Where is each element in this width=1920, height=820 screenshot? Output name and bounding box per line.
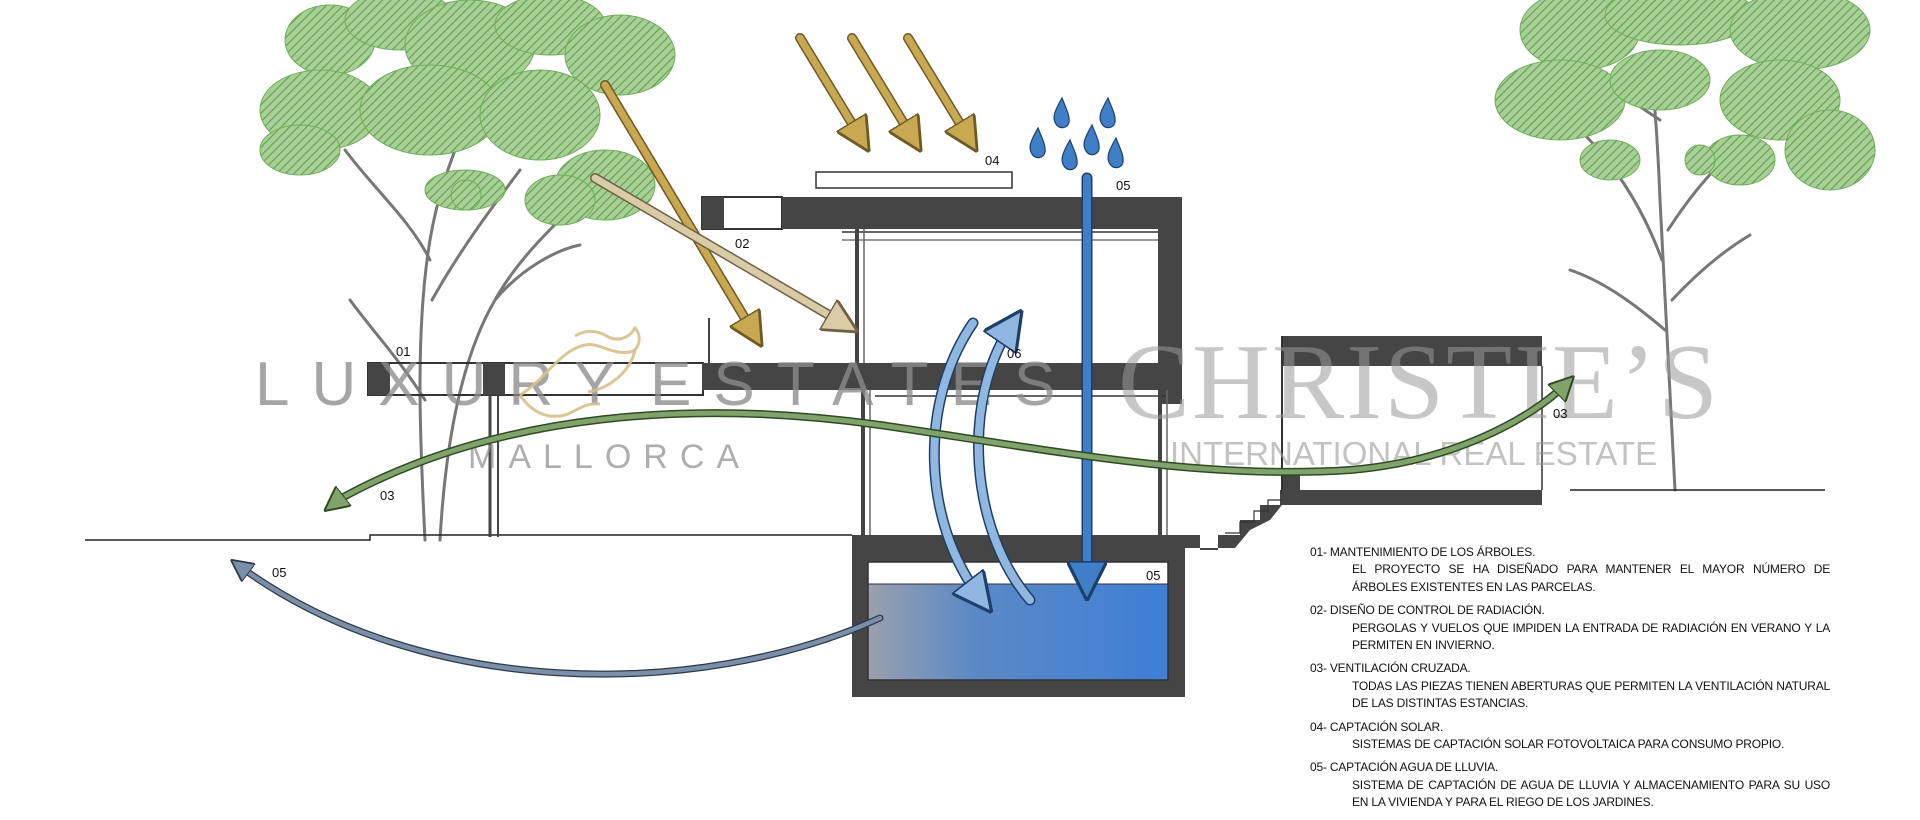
label-03-right: 03 (1553, 406, 1567, 421)
water-arrows (238, 172, 1087, 678)
legend: 01- MANTENIMIENTO DE LOS ÁRBOLES. EL PRO… (1310, 544, 1830, 817)
legend-title: 04- CAPTACIÓN SOLAR. (1310, 719, 1444, 734)
rain-drops-icon (1029, 96, 1124, 171)
legend-desc: EL PROYECTO SE HA DISEÑADO PARA MANTENER… (1352, 562, 1830, 594)
legend-item-02: 02- DISEÑO DE CONTROL DE RADIACIÓN. PERG… (1310, 602, 1830, 654)
legend-desc: TODAS LAS PIEZAS TIENEN ABERTURAS QUE PE… (1352, 678, 1830, 711)
watermark-international: INTERNATIONAL REAL ESTATE (1170, 435, 1657, 472)
legend-desc: PERGOLAS Y VUELOS QUE IMPIDEN LA ENTRADA… (1352, 620, 1830, 652)
sun-arrows (590, 33, 970, 335)
legend-title: 05- CAPTACIÓN AGUA DE LLUVIA. (1310, 760, 1499, 775)
legend-title: 01- MANTENIMIENTO DE LOS ÁRBOLES. (1310, 545, 1536, 559)
bull-logo-icon (518, 325, 641, 418)
legend-item-03: 03- VENTILACIÓN CRUZADA. TODAS LAS PIEZA… (1310, 660, 1830, 712)
legend-title: 03- VENTILACIÓN CRUZADA. (1310, 661, 1471, 676)
label-05-garden: 05 (272, 565, 286, 580)
solar-panel (815, 171, 1013, 189)
legend-item-04: 04- CAPTACIÓN SOLAR. SISTEMAS DE CAPTACI… (1310, 719, 1830, 754)
legend-desc: SISTEMAS DE CAPTACIÓN SOLAR FOTOVOLTAICA… (1352, 736, 1785, 751)
label-05-tank: 05 (1146, 568, 1160, 583)
label-01: 01 (396, 344, 410, 359)
label-02: 02 (735, 236, 749, 251)
legend-item-05: 05- CAPTACIÓN AGUA DE LLUVIA. SISTEMA DE… (1310, 759, 1830, 811)
legend-desc: SISTEMA DE CAPTACIÓN DE AGUA DE LLUVIA Y… (1352, 777, 1830, 810)
watermark-mallorca: MALLORCA (468, 438, 751, 476)
watermark-christies-text: CHRISTIE’S (1118, 323, 1720, 442)
tree-left (259, 0, 676, 542)
watermark-christies: CHRISTIE’S INTERNATIONAL REAL ESTATE (1118, 323, 1720, 472)
tree-right (1494, 0, 1876, 492)
label-03-left: 03 (380, 488, 394, 503)
ground-line (85, 489, 1825, 541)
legend-title: 02- DISEÑO DE CONTROL DE RADIACIÓN. (1310, 603, 1545, 618)
label-04: 04 (985, 153, 999, 168)
legend-item-01: 01- MANTENIMIENTO DE LOS ÁRBOLES. EL PRO… (1310, 544, 1830, 596)
right-annex (1225, 336, 1543, 534)
label-05-rain: 05 (1116, 178, 1130, 193)
label-06: 06 (1007, 346, 1021, 361)
ventilation-arrow (332, 383, 1567, 505)
